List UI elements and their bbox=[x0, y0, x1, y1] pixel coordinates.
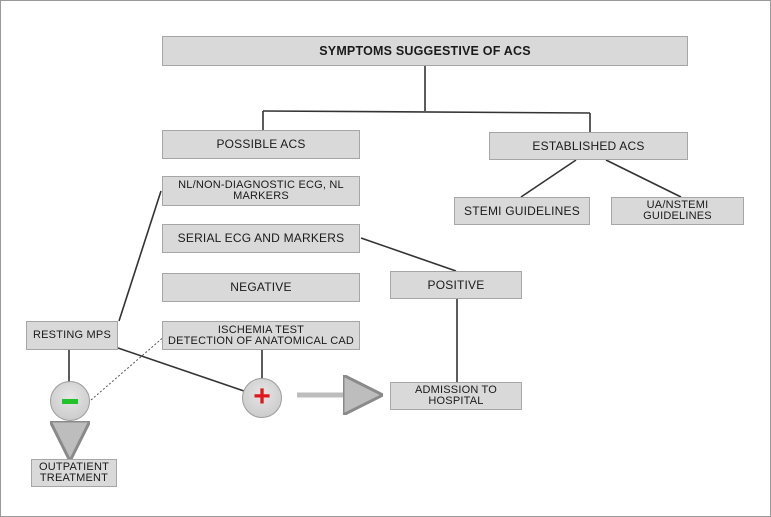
resting-mps-box: RESTING MPS bbox=[26, 321, 118, 350]
plus-icon: + bbox=[253, 379, 271, 413]
serial-ecg-label: SERIAL ECG AND MARKERS bbox=[177, 231, 345, 245]
connector-serial-to-positive bbox=[360, 237, 457, 272]
stemi-guidelines-box: STEMI GUIDELINES bbox=[454, 197, 590, 225]
established-acs-label: ESTABLISHED ACS bbox=[532, 138, 645, 153]
symptoms-box: SYMPTOMS SUGGESTIVE OF ACS bbox=[162, 36, 688, 66]
connector-established-to-nstemi bbox=[605, 159, 682, 198]
outpatient-box: OUTPATIENT TREATMENT bbox=[31, 459, 117, 487]
ua-nstemi-guidelines-label: UA/NSTEMI GUIDELINES bbox=[643, 199, 712, 222]
connector-resting-to-plus bbox=[117, 347, 245, 392]
minus-icon bbox=[62, 398, 78, 404]
admission-box: ADMISSION TO HOSPITAL bbox=[390, 382, 522, 410]
ischemia-test-label: ISCHEMIA TEST bbox=[217, 323, 305, 336]
anatomical-cad-label: DETECTION OF ANATOMICAL CAD bbox=[167, 334, 355, 347]
ischemia-test-box: ISCHEMIA TEST DETECTION OF ANATOMICAL CA… bbox=[162, 321, 360, 350]
connector-minus-to-ischemia-dotted bbox=[90, 334, 167, 401]
admission-label: ADMISSION TO HOSPITAL bbox=[414, 384, 498, 407]
positive-box: POSITIVE bbox=[390, 271, 522, 299]
nondiagnostic-ecg-box: NL/NON-DIAGNOSTIC ECG, NL MARKERS bbox=[162, 176, 360, 206]
symptoms-label: SYMPTOMS SUGGESTIVE OF ACS bbox=[319, 43, 531, 58]
stemi-guidelines-label: STEMI GUIDELINES bbox=[464, 203, 580, 218]
possible-acs-box: POSSIBLE ACS bbox=[162, 130, 360, 159]
outpatient-label: OUTPATIENT TREATMENT bbox=[38, 461, 110, 484]
negative-result-circle: − bbox=[50, 381, 90, 421]
ua-nstemi-guidelines-box: UA/NSTEMI GUIDELINES bbox=[611, 197, 744, 225]
connector-ecg-to-resting-mps bbox=[118, 190, 162, 322]
possible-acs-label: POSSIBLE ACS bbox=[216, 137, 306, 151]
positive-result-circle: + bbox=[242, 378, 282, 418]
connector-branch-horizontal bbox=[262, 110, 591, 114]
established-acs-box: ESTABLISHED ACS bbox=[489, 132, 688, 160]
resting-mps-label: RESTING MPS bbox=[33, 329, 111, 341]
nondiagnostic-ecg-label: NL/NON-DIAGNOSTIC ECG, NL MARKERS bbox=[178, 179, 344, 202]
negative-box: NEGATIVE bbox=[162, 273, 360, 302]
connector-established-to-stemi bbox=[520, 159, 577, 198]
negative-label: NEGATIVE bbox=[230, 280, 292, 294]
positive-label: POSITIVE bbox=[427, 277, 485, 292]
serial-ecg-box: SERIAL ECG AND MARKERS bbox=[162, 224, 360, 253]
